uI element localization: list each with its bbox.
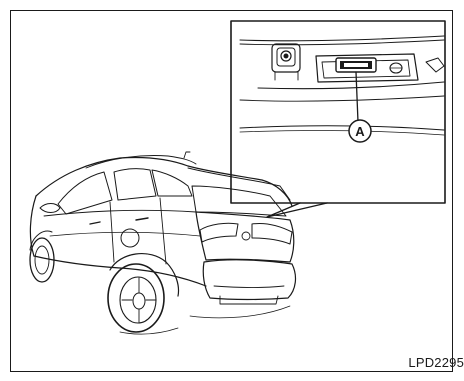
callout-label: A xyxy=(355,124,365,139)
rear-bumper xyxy=(203,260,295,300)
vehicle xyxy=(30,152,295,334)
side-windows xyxy=(58,169,192,214)
fuel-door xyxy=(121,229,139,247)
liftgate xyxy=(196,212,294,262)
rear-wheel xyxy=(108,254,179,332)
tail-light-left xyxy=(200,223,238,242)
front-wheel xyxy=(30,231,54,282)
side-mirror xyxy=(40,204,60,213)
figure-code: LPD2295 xyxy=(408,355,464,370)
detail-inset: A xyxy=(231,21,445,217)
tail-light-right xyxy=(252,223,292,244)
rear-emblem xyxy=(242,232,250,240)
